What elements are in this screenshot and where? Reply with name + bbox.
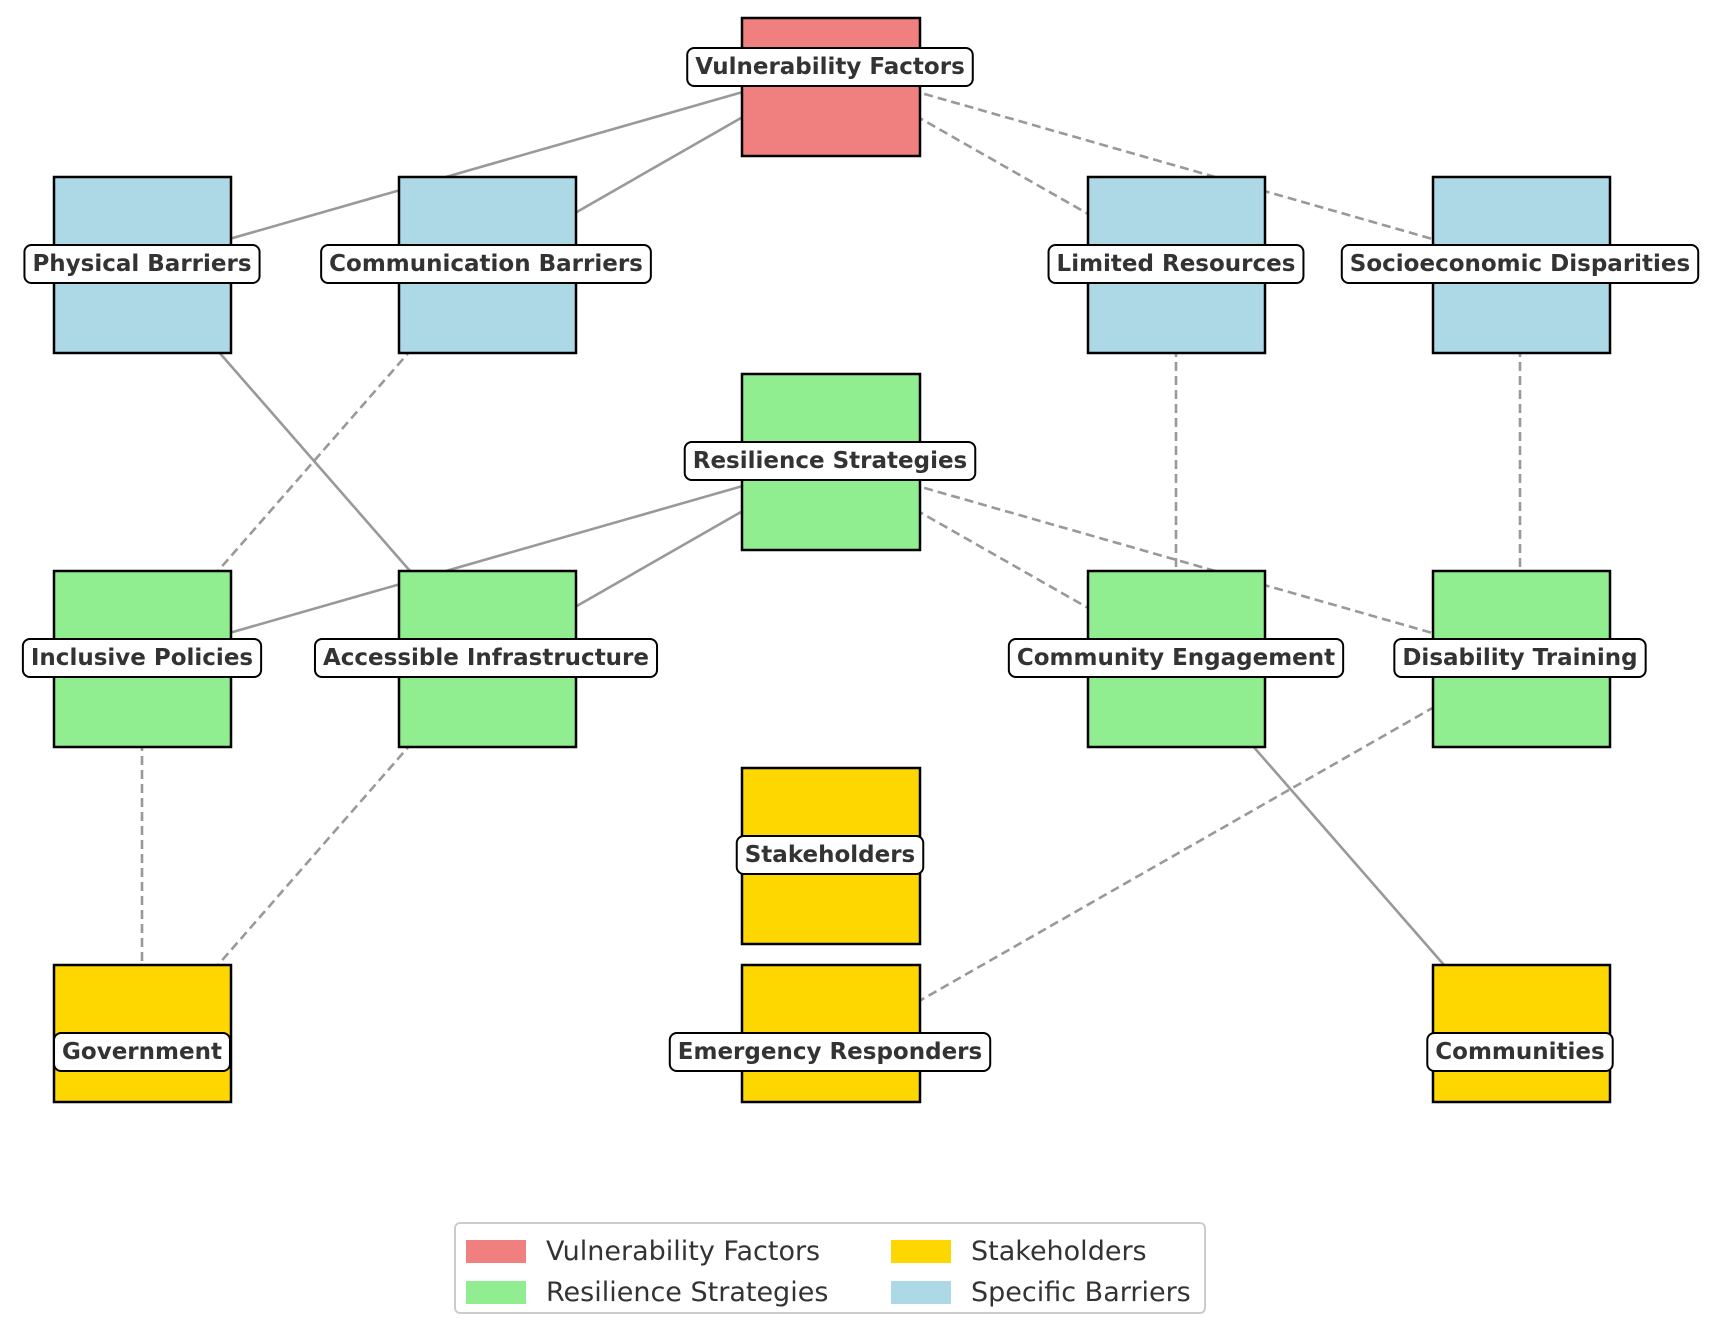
- node-label-rs: Resilience Strategies: [693, 448, 968, 474]
- node-gov[interactable]: Government: [53, 1032, 231, 1072]
- node-label-bg-dt: [1393, 638, 1647, 678]
- node-cb[interactable]: Communication Barriers: [320, 244, 652, 284]
- node-pb[interactable]: Physical Barriers: [23, 244, 261, 284]
- node-label-bg-sh: [735, 835, 925, 875]
- edge-rs-ce: [829, 459, 1177, 660]
- node-label-bg-gov: [53, 1032, 231, 1072]
- node-label-bg-com: [1426, 1032, 1614, 1072]
- node-label-gov: Government: [62, 1039, 222, 1065]
- node-label-bg-ai: [313, 638, 659, 678]
- edge-vf-sd: [829, 65, 1521, 266]
- node-dt[interactable]: Disability Training: [1393, 638, 1647, 678]
- legend-swatch-vulnerability: [466, 1239, 526, 1263]
- node-label-bg-ce: [1007, 638, 1345, 678]
- node-sd[interactable]: Socioeconomic Disparities: [1340, 244, 1700, 284]
- node-vf[interactable]: Vulnerability Factors: [686, 47, 974, 87]
- legend-swatch-barrier: [891, 1280, 951, 1304]
- node-label-bg-ip: [21, 638, 263, 678]
- node-label-bg-pb: [23, 244, 261, 284]
- node-label-cb: Communication Barriers: [329, 251, 643, 277]
- node-label-com: Communities: [1435, 1039, 1604, 1065]
- node-label-bg-rs: [683, 441, 977, 481]
- legend-label-stakeholder: Stakeholders: [971, 1235, 1147, 1267]
- edge-vf-pb: [141, 65, 831, 266]
- node-label-bg-cb: [320, 244, 652, 284]
- legend-swatch-strategy: [466, 1280, 526, 1304]
- legend-item-stakeholder: Stakeholders: [891, 1234, 1147, 1268]
- node-label-pb: Physical Barriers: [32, 251, 251, 277]
- node-er[interactable]: Emergency Responders: [668, 1032, 992, 1072]
- node-label-lr: Limited Resources: [1057, 251, 1296, 277]
- node-label-bg-er: [668, 1032, 992, 1072]
- legend-item-vulnerability: Vulnerability Factors: [466, 1234, 820, 1268]
- node-label-ce: Community Engagement: [1017, 645, 1335, 671]
- edge-vf-lr: [829, 65, 1177, 266]
- node-label-bg-sd: [1340, 244, 1700, 284]
- legend-label-barrier: Specific Barriers: [971, 1276, 1191, 1308]
- node-label-sh: Stakeholders: [745, 842, 916, 868]
- node-label-sd: Socioeconomic Disparities: [1350, 251, 1690, 277]
- legend-label-vulnerability: Vulnerability Factors: [546, 1235, 821, 1267]
- node-ip[interactable]: Inclusive Policies: [21, 638, 263, 678]
- node-label-vf: Vulnerability Factors: [695, 54, 965, 80]
- legend-swatch-stakeholder: [891, 1239, 951, 1263]
- node-rs[interactable]: Resilience Strategies: [683, 441, 977, 481]
- node-ai[interactable]: Accessible Infrastructure: [313, 638, 659, 678]
- legend: Vulnerability Factors Resilience Strateg…: [454, 1222, 1206, 1314]
- edge-dt-er: [829, 656, 1521, 1054]
- node-label-bg-lr: [1047, 244, 1305, 284]
- edge-rs-ip: [141, 459, 831, 660]
- node-label-er: Emergency Responders: [678, 1039, 982, 1065]
- legend-label-strategy: Resilience Strategies: [546, 1276, 829, 1308]
- legend-item-barrier: Specific Barriers: [891, 1275, 1191, 1309]
- node-lr[interactable]: Limited Resources: [1047, 244, 1305, 284]
- node-label-ai: Accessible Infrastructure: [323, 645, 649, 671]
- node-ce[interactable]: Community Engagement: [1007, 638, 1345, 678]
- node-label-ip: Inclusive Policies: [31, 645, 253, 671]
- node-label-dt: Disability Training: [1402, 645, 1637, 671]
- legend-item-strategy: Resilience Strategies: [466, 1275, 828, 1309]
- node-label-bg-vf: [686, 47, 974, 87]
- node-sh[interactable]: Stakeholders: [735, 835, 925, 875]
- node-com[interactable]: Communities: [1426, 1032, 1614, 1072]
